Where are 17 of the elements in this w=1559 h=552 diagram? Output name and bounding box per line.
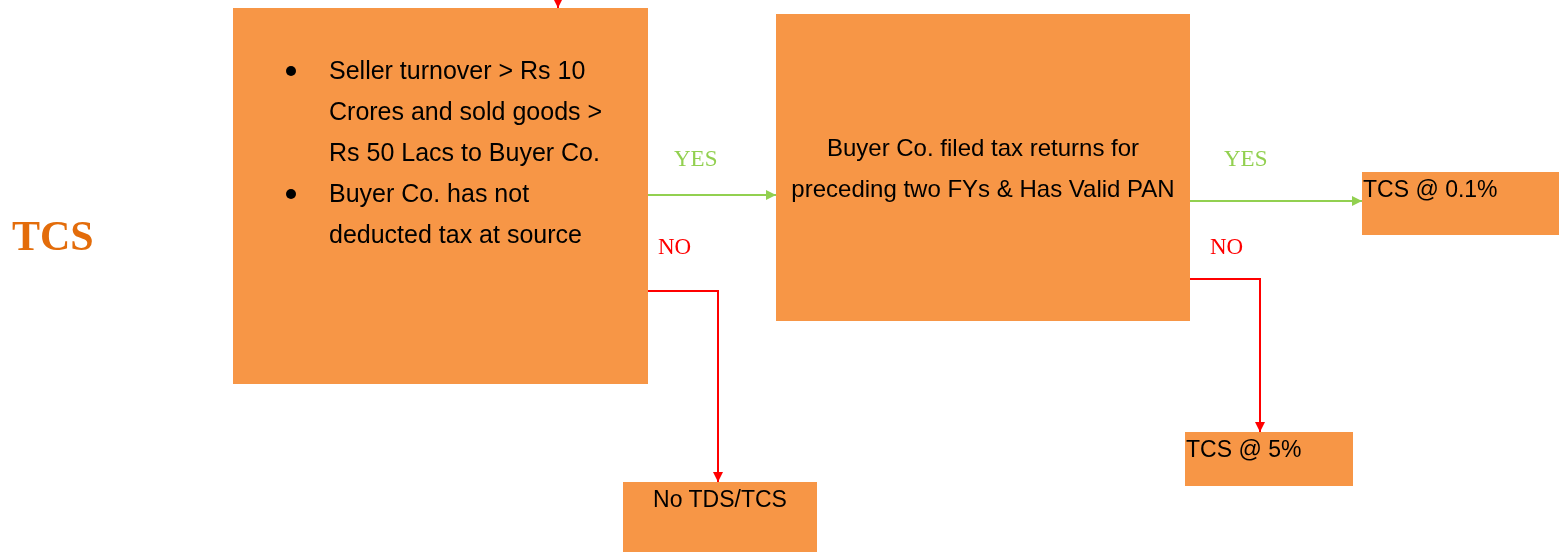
heading-label: TCS	[12, 212, 94, 260]
box-text: TCS @ 0.1%	[1363, 176, 1499, 203]
process-box	[1185, 432, 1353, 486]
arrow	[647, 290, 723, 483]
box-text: Buyer Co. filed tax returns for preceding two FYs & Has Valid PAN	[790, 132, 1176, 204]
process-box	[776, 14, 1190, 321]
bullet-text: Buyer Co. has not deducted tax at source	[329, 178, 583, 250]
process-box	[623, 482, 817, 552]
bullet-text: Seller turnover > Rs 10 Crores and sold goods > Rs 50 Lacs to Buyer Co.	[329, 55, 604, 168]
box-text: No TDS/TCS	[652, 486, 788, 513]
box-text: TCS @ 5%	[1186, 436, 1303, 463]
process-box	[233, 8, 648, 384]
arrow	[553, 0, 563, 9]
arrow	[1189, 196, 1363, 206]
arrow	[647, 190, 777, 200]
process-box	[1362, 172, 1559, 235]
arrow	[1189, 278, 1265, 433]
